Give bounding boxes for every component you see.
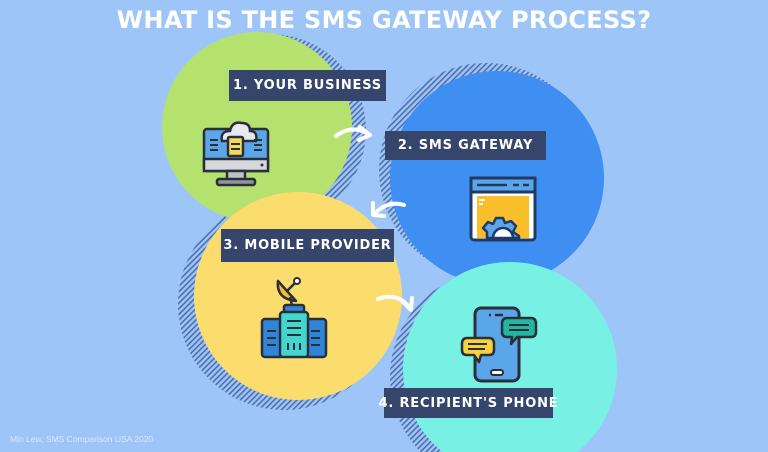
page-title: WHAT IS THE SMS GATEWAY PROCESS? <box>116 6 652 34</box>
step1-label: 1. YOUR BUSINESS <box>229 70 386 101</box>
building-satellite-dish-icon <box>260 277 328 359</box>
browser-window-gear-icon <box>469 176 537 242</box>
computer-cloud-document-icon <box>202 121 270 187</box>
step4-label: 4. RECIPIENT'S PHONE <box>379 388 558 418</box>
source-credit: Min Lew, SMS Comparison USA 2020 <box>10 434 154 444</box>
curved-arrow-right-icon <box>334 125 372 142</box>
curved-arrow-right-icon <box>376 294 414 312</box>
curved-arrow-left-icon <box>371 201 406 218</box>
step2-label: 2. SMS GATEWAY <box>385 131 546 160</box>
smartphone-chat-bubbles-icon <box>460 306 538 383</box>
step3-label: 3. MOBILE PROVIDER <box>221 229 394 262</box>
